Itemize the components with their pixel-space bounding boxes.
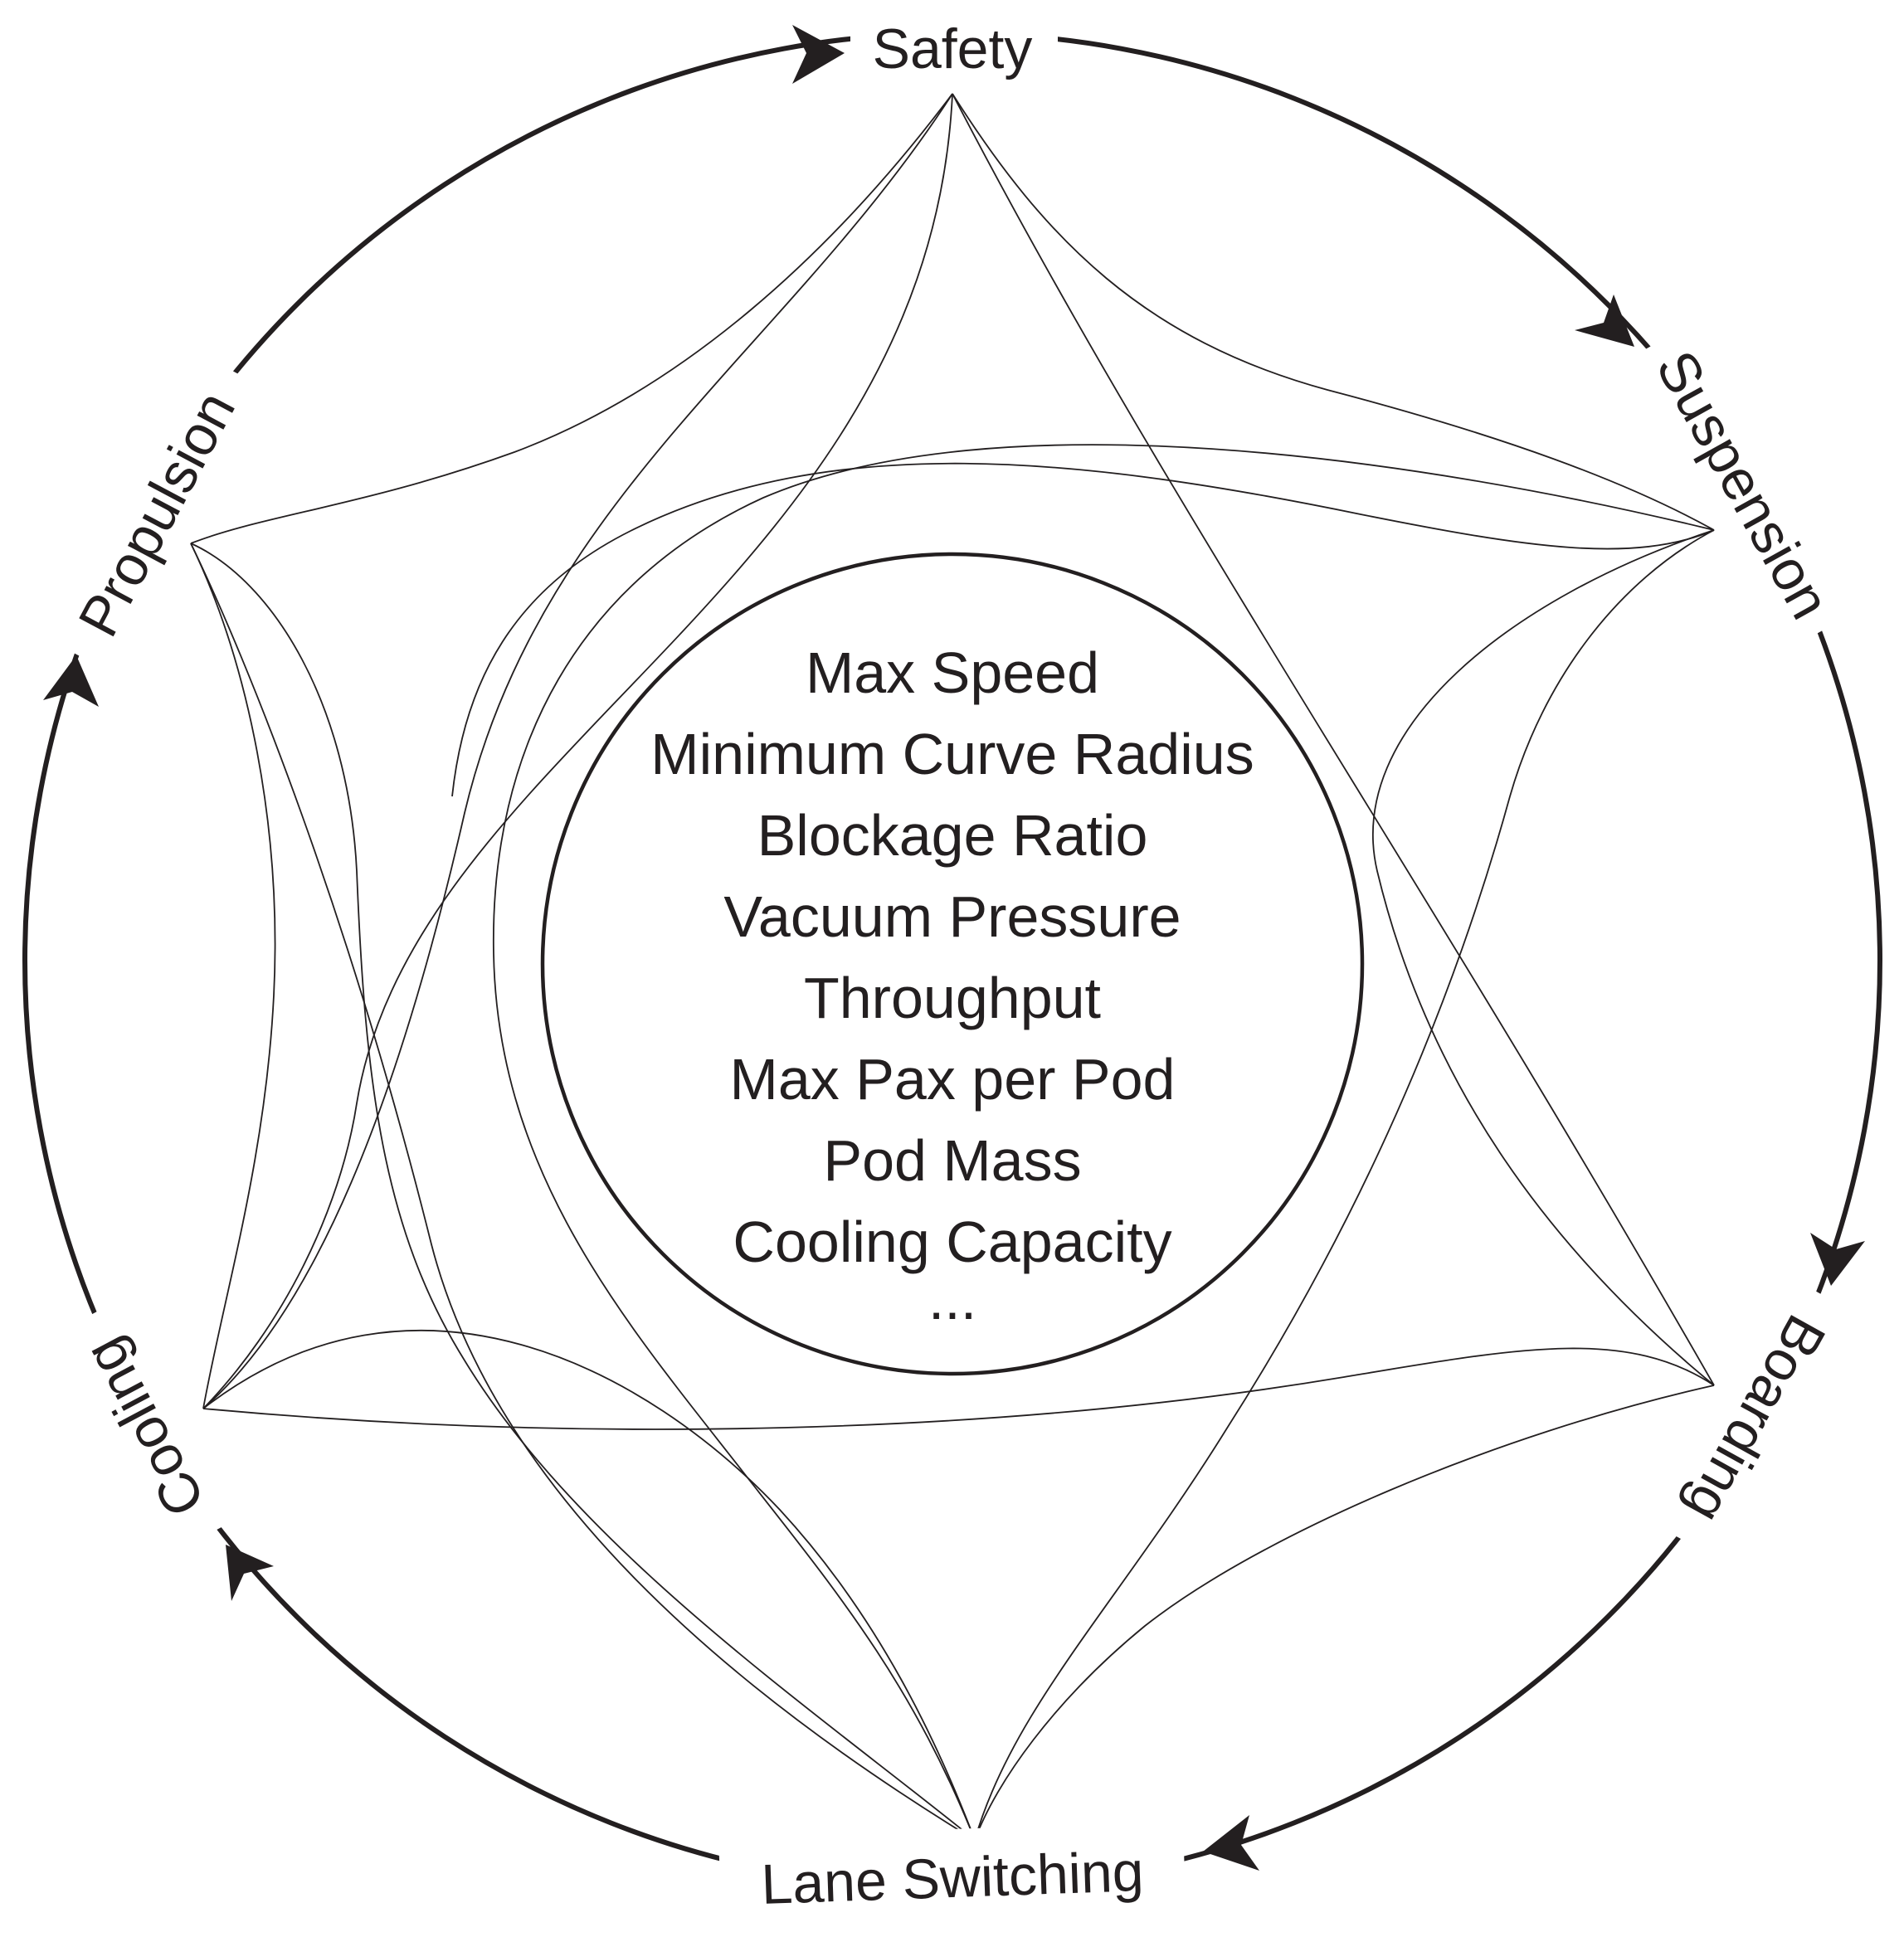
- arrow-lane-switching-to-cooling: [226, 1545, 274, 1601]
- link-boarding-lane-switching: [974, 1385, 1715, 1841]
- link-safety-cooling-b: [202, 93, 953, 1409]
- arrow-suspension-to-boarding: [1810, 1233, 1865, 1286]
- arrow-safety-to-suspension: [1575, 294, 1634, 347]
- link-suspension-propulsion: [451, 462, 1715, 797]
- coupling-links: [190, 93, 1715, 1841]
- param-line: Blockage Ratio: [757, 803, 1148, 868]
- design-parameters-hub: [540, 552, 1365, 1376]
- param-line: Vacuum Pressure: [723, 884, 1181, 949]
- link-safety-suspension: [952, 93, 1715, 531]
- param-line: Pod Mass: [823, 1128, 1081, 1193]
- link-propulsion-cooling-b: [190, 543, 976, 1841]
- link-propulsion-cooling-a: [190, 543, 276, 1409]
- design-parameter-list: Max Speed Minimum Curve Radius Blockage …: [650, 640, 1254, 1331]
- arrow-cooling-to-propulsion: [43, 655, 99, 707]
- param-line: Minimum Curve Radius: [650, 722, 1254, 786]
- node-label-suspension: Suspension: [1643, 341, 1842, 630]
- param-line: ...: [928, 1267, 976, 1331]
- link-propulsion-lane-switching: [190, 543, 976, 1841]
- param-line: Throughput: [804, 966, 1101, 1030]
- link-safety-boarding: [952, 93, 1715, 1386]
- cycle-arrows: [43, 25, 1865, 1871]
- arrow-propulsion-to-safety: [792, 25, 845, 84]
- link-boarding-suspension: [1372, 529, 1715, 1386]
- link-suspension-lane-switching: [974, 529, 1715, 1841]
- link-cooling-boarding: [202, 1347, 1715, 1430]
- param-line: Max Pax per Pod: [730, 1047, 1176, 1112]
- node-label-lane-switching: Lane Switching: [760, 1840, 1145, 1916]
- link-safety-cooling-a: [202, 93, 953, 1409]
- link-inner-arc: [493, 444, 1715, 1841]
- param-line: Cooling Capacity: [733, 1209, 1171, 1274]
- node-label-safety: Safety: [873, 17, 1033, 80]
- param-line: Max Speed: [806, 640, 1099, 705]
- link-cooling-lane-switching: [202, 1329, 976, 1841]
- link-safety-propulsion: [190, 93, 953, 544]
- arrow-boarding-to-lane-switching: [1203, 1815, 1259, 1871]
